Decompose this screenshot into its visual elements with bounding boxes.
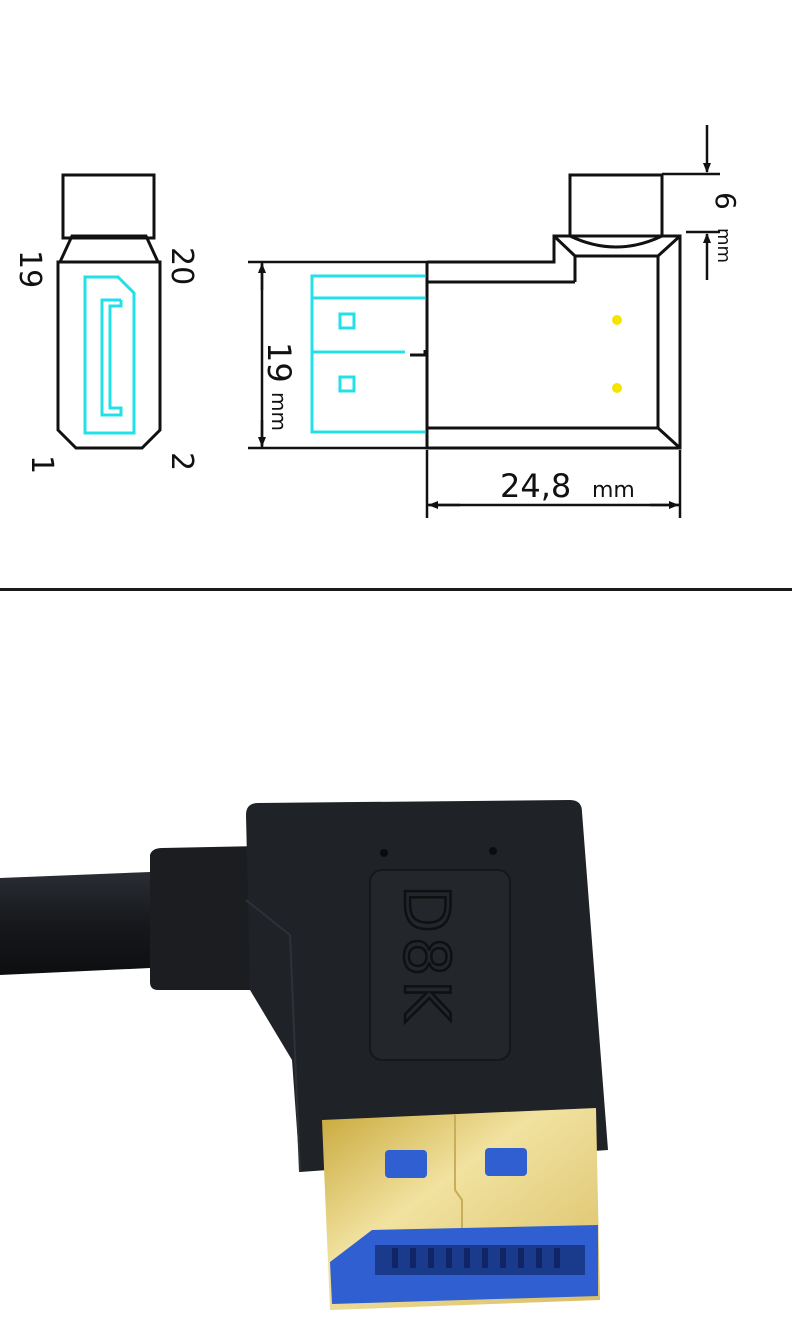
dim-width-value: 24,8 [500,467,571,505]
logo-recess [369,869,511,1061]
dim-cable-value: 6 [709,192,742,210]
cable [0,872,150,975]
pin-label-1: 1 [24,455,59,474]
front-view [56,173,162,450]
dimension-drawing: 19 20 1 2 [12,125,742,518]
product-photo: D8K [0,594,792,1328]
dimension-lines [248,125,720,518]
connector-illustration: D8K [0,800,608,1310]
dim-height-value: 19 [260,342,298,383]
strain-relief [150,846,262,990]
marker-dot [612,383,622,393]
pin-label-19: 19 [12,250,47,288]
dim-height-unit: mm [267,392,291,431]
connector-logo: D8K [390,885,463,1025]
plug-window-left [385,1150,427,1178]
technical-drawing: 19 20 1 2 [0,0,792,588]
dim-width-unit: mm [592,478,635,503]
plug-window-right [485,1148,527,1176]
pin-label-2: 2 [164,452,199,471]
pin-label-20: 20 [164,247,199,285]
section-divider [0,588,792,591]
marker-dot [612,315,622,325]
side-view [310,173,682,450]
dim-cable-unit: mm [713,228,734,263]
